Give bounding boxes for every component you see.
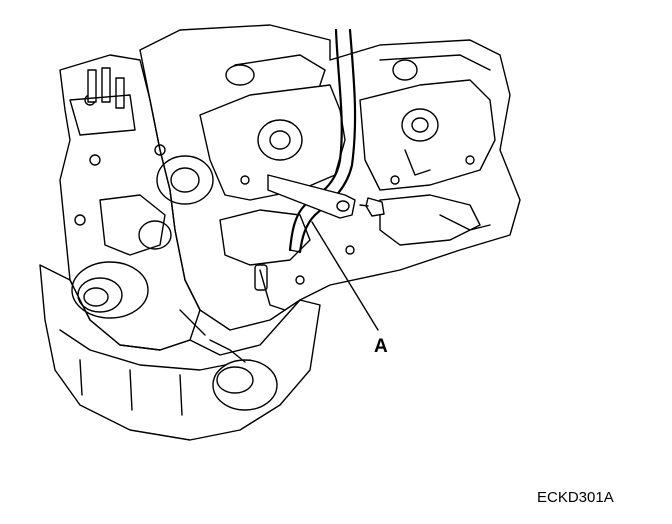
oil-level-gauge-tube	[267, 28, 385, 331]
cylinder-block	[139, 24, 521, 331]
oil-filter	[179, 309, 278, 411]
figure-code: ECKD301A	[537, 489, 614, 506]
crank-pulley	[71, 261, 149, 319]
stud-bolts	[69, 67, 136, 136]
callout-label-a: A	[374, 336, 388, 357]
